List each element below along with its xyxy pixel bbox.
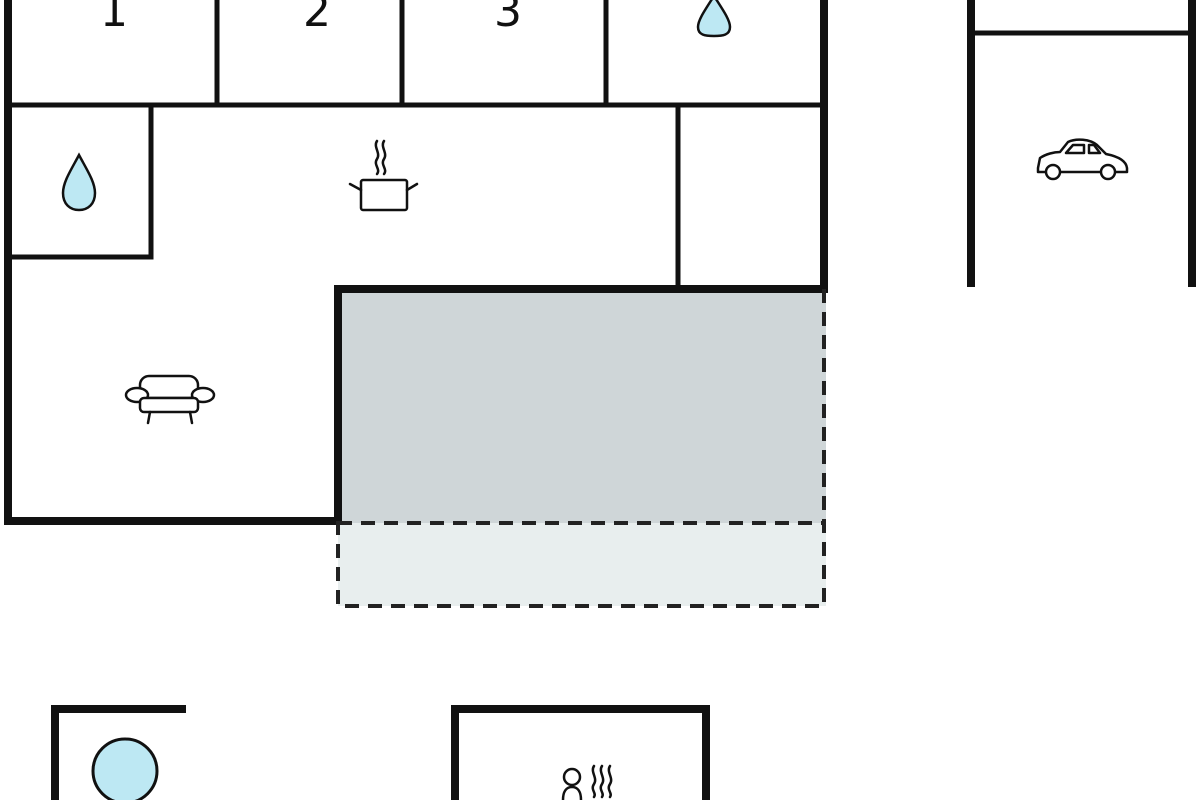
cooking-pot-icon xyxy=(348,139,419,212)
sofa-icon xyxy=(124,374,216,425)
garage-walls xyxy=(967,0,1196,287)
room-number-2: 2 xyxy=(303,0,331,37)
room-number-3: 3 xyxy=(494,0,522,37)
interior-walls xyxy=(5,0,827,292)
sauna-icon xyxy=(561,764,613,800)
room-number-1: 1 xyxy=(100,0,128,37)
main-house-walls xyxy=(4,0,828,525)
car-icon xyxy=(1036,138,1129,181)
sauna-walls xyxy=(451,705,710,800)
pool-icon xyxy=(91,737,159,800)
pool-walls xyxy=(51,705,186,800)
covered-terrace xyxy=(338,289,826,523)
terrace-outline xyxy=(336,289,826,608)
terrace-extension xyxy=(338,523,826,606)
water-drop-icon xyxy=(61,152,97,212)
water-drop-icon xyxy=(696,0,732,38)
